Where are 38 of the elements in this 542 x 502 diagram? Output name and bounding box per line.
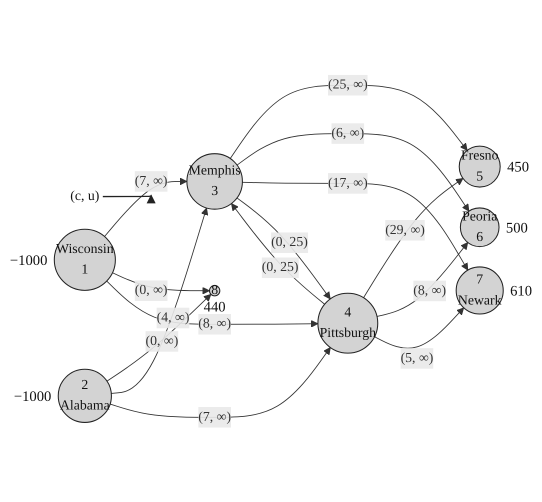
- node-circle: Fresno 5: [458, 145, 501, 188]
- edge-label: (17, ∞): [328, 175, 368, 190]
- arrow: [236, 197, 331, 300]
- edge-label: (4, ∞): [156, 310, 190, 325]
- leader-line: [102, 194, 157, 204]
- edge-label: (0, ∞): [146, 333, 178, 348]
- edge-label: (6, ∞): [331, 126, 364, 140]
- edge-label: (8, ∞): [198, 316, 232, 331]
- supply-value: −1000: [10, 252, 48, 269]
- node-text: (c, u): [70, 188, 100, 204]
- edge-label: (0, ∞): [134, 282, 168, 298]
- edge-label: (29, ∞): [385, 222, 425, 237]
- arrow: [231, 202, 326, 304]
- node-circle: Memphis 3: [186, 152, 243, 210]
- supply-value: 450: [507, 159, 530, 176]
- node-circle: 7 Newark: [456, 266, 504, 314]
- edge-label: (25, ∞): [328, 77, 368, 92]
- edge-label: (7, ∞): [198, 409, 232, 424]
- supply-value: −1000: [14, 388, 52, 405]
- arrow: [110, 207, 208, 394]
- arrow: [376, 242, 468, 317]
- edge-label: (0, 25): [271, 234, 308, 250]
- edge-label: (8, ∞): [413, 282, 446, 298]
- node-circle: 8: [208, 284, 220, 296]
- arrow: [374, 307, 464, 348]
- edge-label: (5, ∞): [400, 350, 434, 366]
- node-circle: 4 Pittsburgh: [317, 292, 378, 354]
- arrow: [236, 132, 470, 212]
- supply-value: 440: [204, 299, 226, 316]
- supply-value: 500: [506, 220, 528, 236]
- node-circle: 2 Alabama: [58, 368, 112, 423]
- supply-value: 610: [510, 283, 532, 300]
- node-circle: Wisconsin 1: [54, 228, 116, 291]
- arrow: [363, 178, 464, 298]
- edge-label: (0, 25): [262, 260, 299, 274]
- arrow: [230, 84, 468, 159]
- edge-label: (7, ∞): [134, 173, 168, 188]
- arrow: [242, 182, 468, 270]
